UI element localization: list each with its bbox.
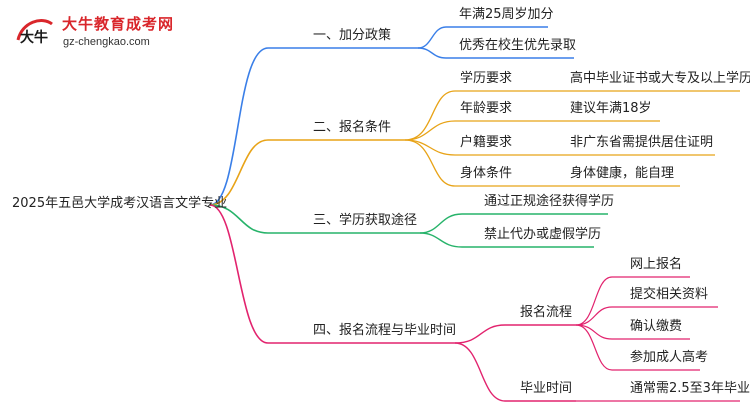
site-logo: 大牛 大牛教育成考网 gz-chengkao.com [12,10,202,54]
branch-3-item-2: 禁止代办或虚假学历 [484,227,602,242]
link-b2-c4 [404,139,680,187]
branch-2-item-4-value: 身体健康，能自理 [570,166,675,181]
branch-2-item-2-label: 年龄要求 [460,101,513,116]
link-b3-c2 [419,232,594,248]
link-b1-c2 [417,47,574,59]
branch-2-label: 二、报名条件 [313,120,392,135]
branch-4-group-1-label: 报名流程 [520,305,573,320]
branch-4-group-1-item-2: 提交相关资料 [630,287,709,302]
branch-3-label: 三、学历获取途径 [313,213,418,228]
logo-name: 大牛教育成考网 [62,15,175,33]
link-root-b3 [209,204,420,234]
logo-url: gz-chengkao.com [63,36,150,48]
link-b4-g2 [454,342,576,402]
link-b2-c3 [404,139,715,156]
branch-2-item-1-label: 学历要求 [460,71,513,86]
branch-4-group-1-item-3: 确认缴费 [630,319,683,334]
root-node: 2025年五邑大学成考汉语言文学专业 [12,196,228,211]
branch-4-group-1-item-1: 网上报名 [630,257,683,272]
link-root-b4 [209,204,455,344]
branch-1-label: 一、加分政策 [313,28,392,43]
link-b4-g1 [454,324,576,344]
link-root-b2 [209,139,405,206]
branch-2-item-2-value: 建议年满18岁 [570,101,652,116]
link-g1-i4 [575,324,700,371]
branch-1-item-2: 优秀在校生优先录取 [459,38,577,53]
branch-4-group-2-item-1: 通常需2.5至3年毕业 [630,381,750,396]
link-b2-c1 [404,90,740,141]
branch-3-item-1: 通过正规途径获得学历 [484,194,615,209]
link-b1-c1 [417,26,548,49]
branch-2-item-1-value: 高中毕业证书或大专及以上学历 [570,71,750,86]
link-g1-i3 [575,324,690,340]
link-g1-i2 [575,306,718,326]
branch-1-item-1: 年满25周岁加分 [459,7,554,22]
branch-2-item-3-label: 户籍要求 [460,135,513,150]
branch-2-item-4-label: 身体条件 [460,166,513,181]
logo-mark-icon: 大牛 [16,19,53,46]
link-root-b1 [209,47,418,206]
logo-mark-text: 大牛 [20,29,48,46]
branch-4-label: 四、报名流程与毕业时间 [313,323,457,338]
branch-4-group-2-label: 毕业时间 [520,381,573,396]
branch-4-group-1-item-4: 参加成人高考 [630,350,709,365]
link-g1-i1 [575,276,690,326]
link-b2-c2 [404,120,660,141]
branch-2-item-3-value: 非广东省需提供居住证明 [570,135,714,150]
link-b3-c1 [419,213,608,234]
